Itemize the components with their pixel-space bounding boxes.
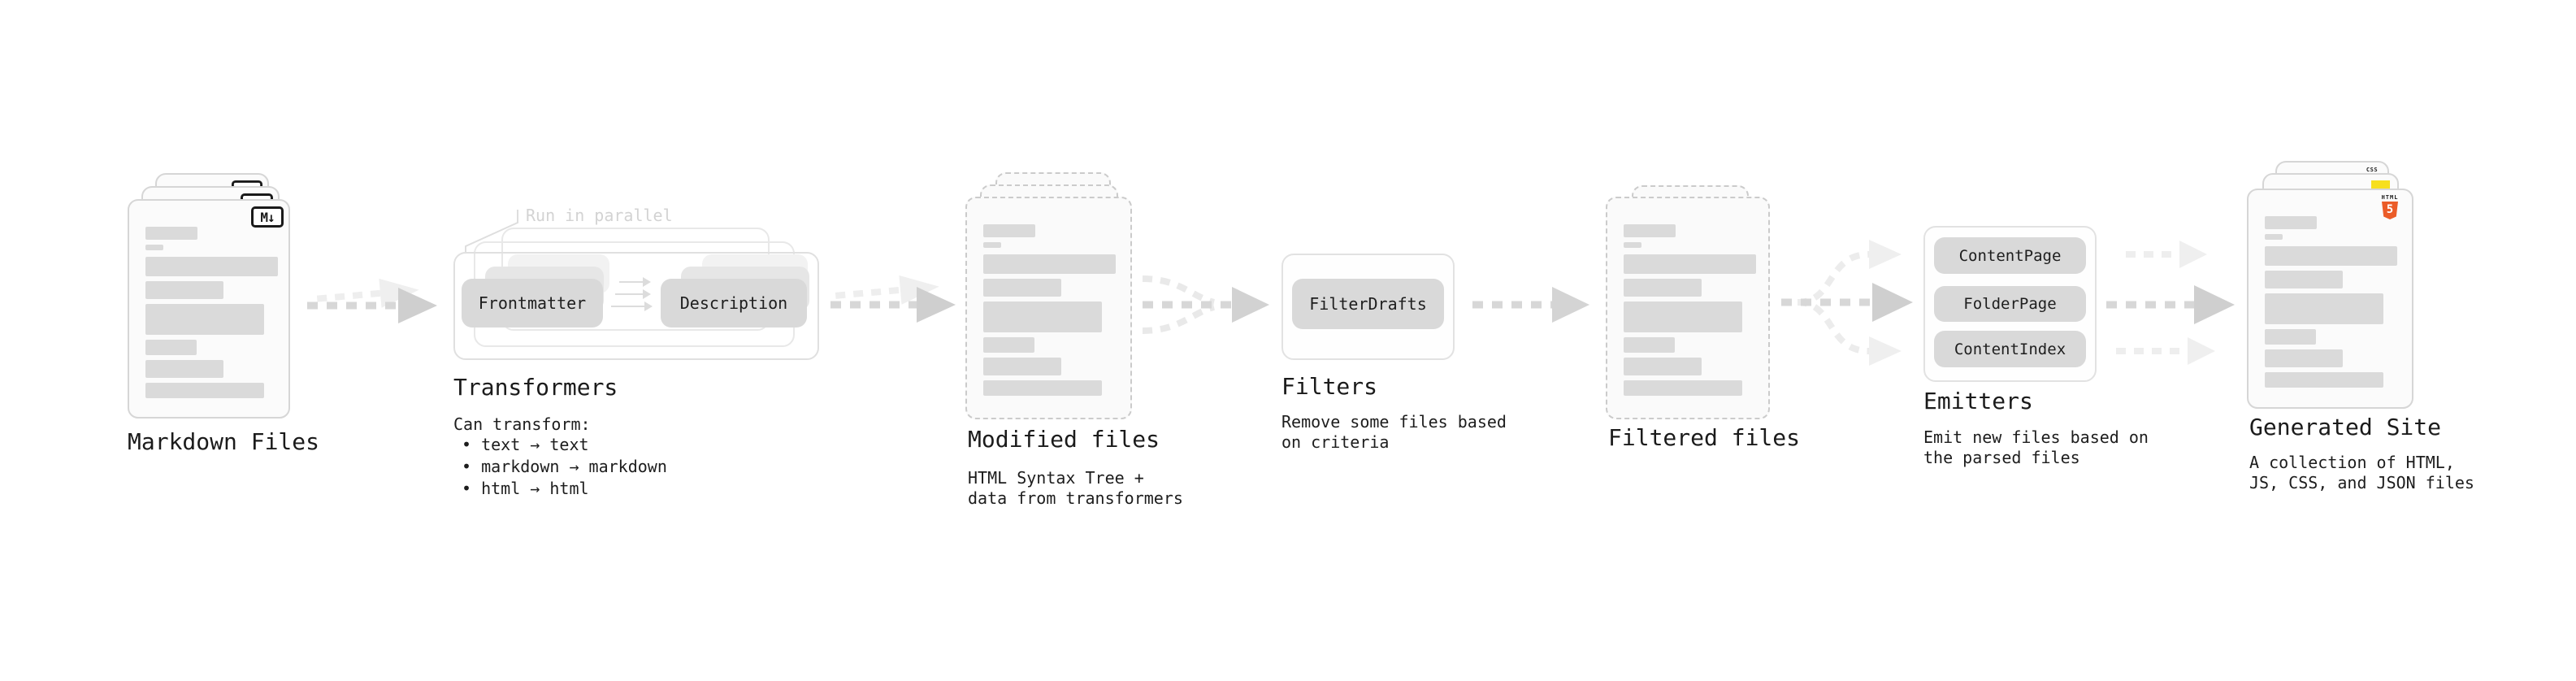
file-card	[1606, 197, 1770, 419]
text-line-placeholder	[2265, 271, 2343, 288]
text-line-placeholder	[1624, 337, 1675, 353]
bullet-item: • text → text	[462, 435, 589, 454]
emitter-node-folderpage: FolderPage	[1934, 286, 2086, 322]
text-line-placeholder	[1624, 242, 1641, 248]
text-line-placeholder	[145, 340, 197, 355]
text-line-placeholder	[145, 304, 264, 335]
text-line-placeholder	[145, 360, 223, 378]
section-title-markdown-files: Markdown Files	[128, 428, 320, 455]
modified-files-desc: HTML Syntax Tree + data from transformer…	[968, 468, 1183, 508]
transformer-node-description: Description	[661, 279, 807, 327]
text-line-placeholder	[2265, 234, 2283, 240]
flow-arrow-modified-to-filters	[1142, 275, 1269, 334]
section-title-modified-files: Modified files	[968, 426, 1160, 453]
section-title-filtered-files: Filtered files	[1608, 424, 1801, 451]
file-card: M↓	[128, 199, 290, 419]
transformers-bullet-list: • text → text • markdown → markdown • ht…	[462, 434, 667, 500]
text-line-placeholder	[983, 242, 1001, 248]
text-line-placeholder	[983, 254, 1116, 274]
flow-arrow-markdown-to-transformers	[307, 278, 437, 323]
text-line-placeholder	[2265, 246, 2397, 266]
section-title-generated-site: Generated Site	[2249, 414, 2442, 440]
text-line-placeholder	[145, 383, 264, 398]
filter-node-filterdrafts: FilterDrafts	[1292, 279, 1444, 329]
markdown-icon: M↓	[251, 206, 284, 228]
text-line-placeholder	[983, 279, 1061, 297]
text-line-placeholder	[983, 358, 1061, 375]
generated-site-desc: A collection of HTML, JS, CSS, and JSON …	[2249, 453, 2474, 492]
text-line-placeholder	[1624, 279, 1702, 297]
bullet-item: • markdown → markdown	[462, 457, 667, 476]
html5-icon: HTML 5	[2380, 194, 2400, 219]
text-line-placeholder	[2265, 329, 2316, 345]
text-line-placeholder	[145, 281, 223, 299]
section-title-transformers: Transformers	[453, 374, 618, 401]
text-line-placeholder	[2265, 216, 2317, 229]
text-line-placeholder	[983, 337, 1034, 353]
flow-arrow-filtered-to-emitters	[1781, 240, 1913, 366]
emitter-node-contentindex: ContentIndex	[1934, 331, 2086, 367]
flow-arrow-emitters-to-generated	[2106, 241, 2235, 365]
flow-arrow-transformers-to-modified	[830, 275, 956, 323]
transformers-desc-heading: Can transform:	[453, 414, 591, 434]
file-card	[965, 197, 1132, 419]
run-in-parallel-callout: Run in parallel	[526, 206, 673, 225]
text-line-placeholder	[1624, 254, 1756, 274]
text-line-placeholder	[145, 227, 197, 240]
emitter-node-contentpage: ContentPage	[1934, 237, 2086, 274]
transformer-node-frontmatter: Frontmatter	[462, 279, 603, 327]
filters-desc: Remove some files based on criteria	[1281, 412, 1507, 452]
section-title-emitters: Emitters	[1923, 388, 2033, 414]
text-line-placeholder	[145, 257, 278, 276]
section-title-filters: Filters	[1281, 373, 1378, 400]
file-card: HTML 5	[2247, 189, 2413, 409]
text-line-placeholder	[2265, 349, 2343, 367]
transformer-frame-front	[453, 252, 819, 360]
text-line-placeholder	[1624, 380, 1742, 396]
flow-arrow-filters-to-filtered	[1472, 287, 1589, 323]
text-line-placeholder	[1624, 301, 1742, 332]
text-line-placeholder	[1624, 358, 1702, 375]
text-line-placeholder	[2265, 372, 2383, 388]
text-line-placeholder	[145, 245, 163, 250]
bullet-item: • html → html	[462, 479, 589, 498]
text-line-placeholder	[983, 301, 1102, 332]
emitters-desc: Emit new files based on the parsed files	[1923, 427, 2149, 467]
text-line-placeholder	[983, 224, 1035, 237]
text-line-placeholder	[1624, 224, 1676, 237]
text-line-placeholder	[983, 380, 1102, 396]
text-line-placeholder	[2265, 293, 2383, 324]
